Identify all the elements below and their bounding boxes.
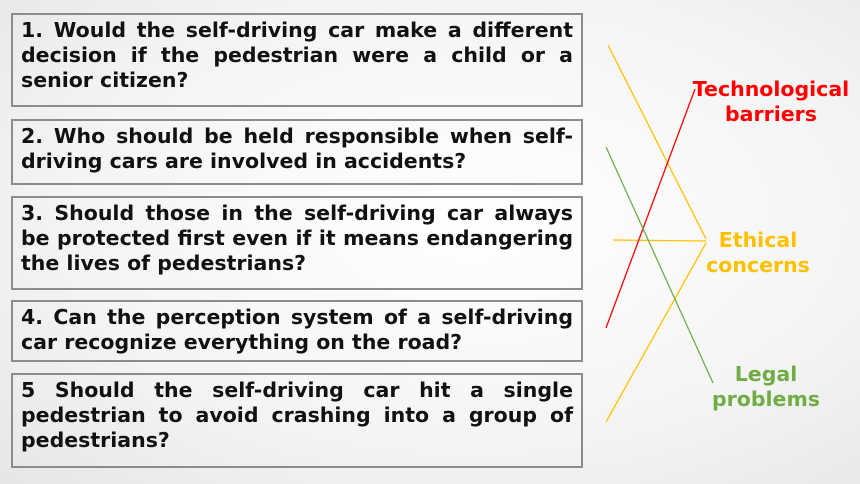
- category-legal-problems: Legal problems: [711, 362, 821, 411]
- question-box-1: 1. Would the self-driving car make a dif…: [11, 13, 583, 107]
- link-q3-ethical: [612, 239, 707, 242]
- question-text-1: 1. Would the self-driving car make a dif…: [21, 18, 573, 92]
- category-ethical-concerns: Ethical concerns: [706, 228, 810, 277]
- link-q2-legal: [605, 146, 714, 384]
- question-text-5: 5 Should the self-driving car hit a sing…: [21, 378, 573, 452]
- link-q5-ethical: [605, 242, 707, 423]
- link-q4-technological: [605, 88, 696, 329]
- category-technological-barriers: Technological barriers: [692, 77, 850, 126]
- question-text-4: 4. Can the perception system of a self-d…: [21, 305, 573, 354]
- question-text-2: 2. Who should be held responsible when s…: [21, 124, 573, 173]
- question-box-5: 5 Should the self-driving car hit a sing…: [11, 373, 583, 468]
- question-box-3: 3. Should those in the self-driving car …: [11, 196, 583, 290]
- question-box-2: 2. Who should be held responsible when s…: [11, 119, 583, 185]
- question-text-3: 3. Should those in the self-driving car …: [21, 201, 573, 275]
- link-q1-ethical: [607, 44, 707, 240]
- question-box-4: 4. Can the perception system of a self-d…: [11, 300, 583, 362]
